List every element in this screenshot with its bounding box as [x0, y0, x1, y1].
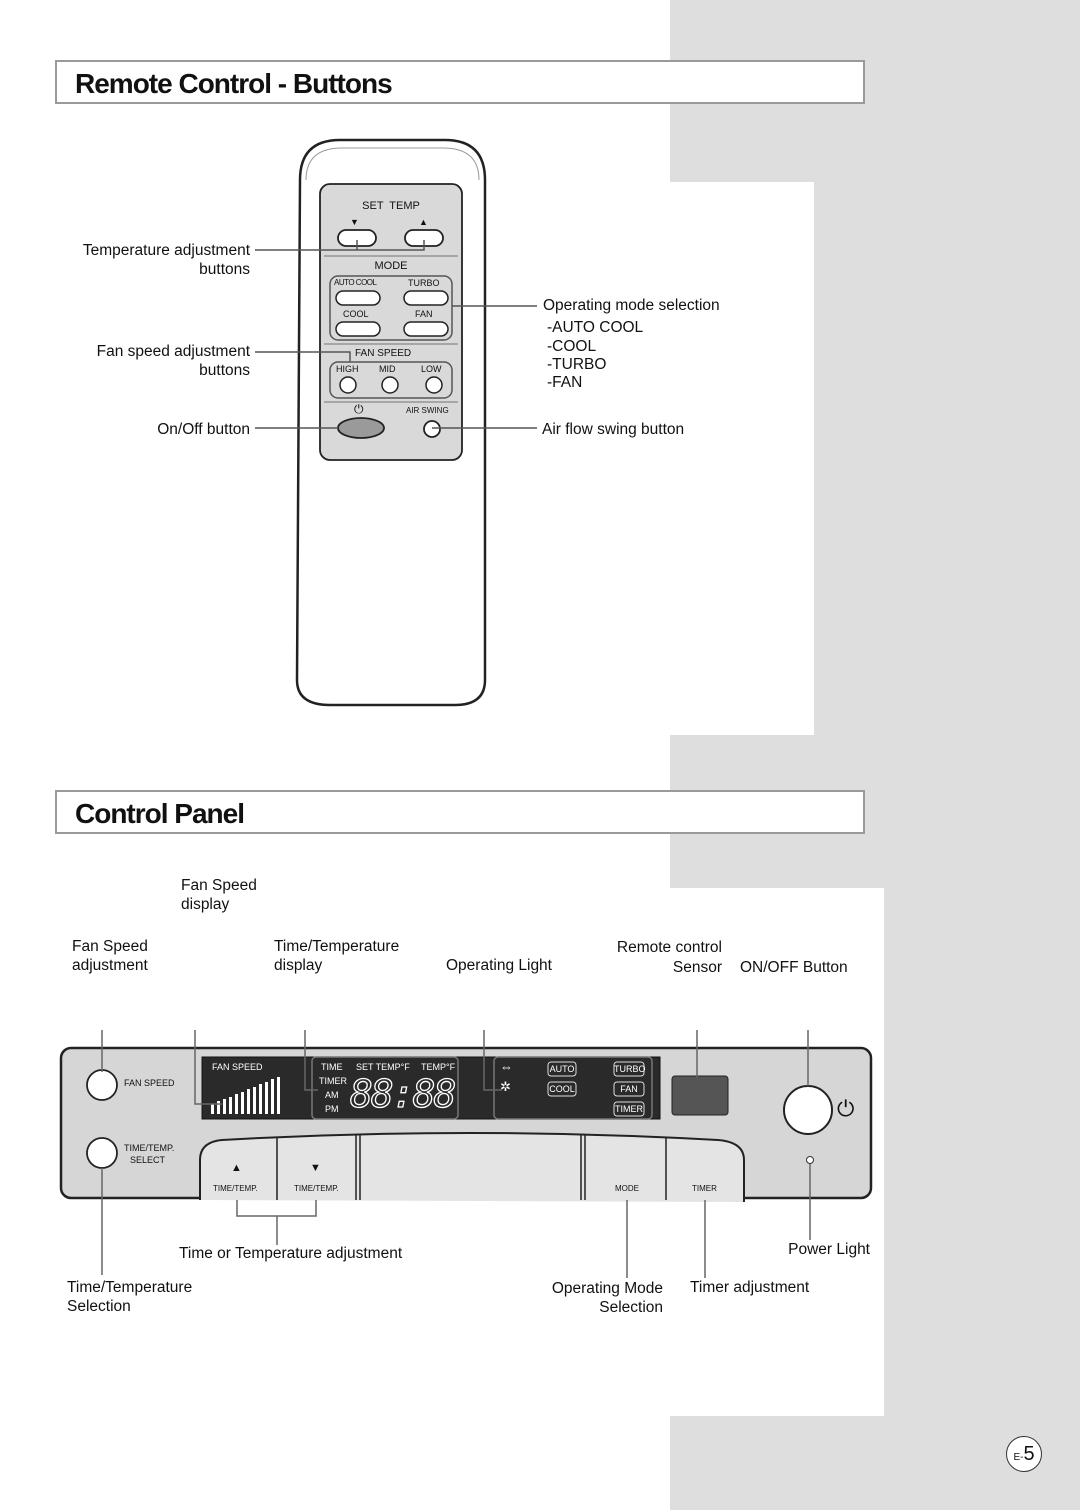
label-time-temp-display-2: display: [274, 957, 323, 974]
side-band-cutout-top: [670, 182, 814, 735]
remote-control-illustration: [255, 138, 537, 707]
label-time-temp-sel-1: Time/Temperature: [67, 1279, 193, 1296]
label-air-flow: Air flow swing button: [542, 421, 685, 438]
label-op-mode: Operating mode selection: [543, 297, 720, 314]
remote-sensor: [671, 1075, 729, 1116]
label-mode-turbo: -TURBO: [547, 356, 607, 373]
label-operating-light: Operating Light: [446, 957, 552, 974]
panel-time-temp-select-button: [86, 1137, 118, 1169]
display-temp-label: TEMP°F: [421, 1062, 456, 1072]
panel-time-temp-select-label-2: SELECT: [130, 1155, 166, 1165]
display-set-temp-label: SET TEMP°F: [356, 1062, 410, 1072]
label-temp-adjust-2: buttons: [199, 261, 250, 278]
label-fan-adjust-1: Fan speed adjustment: [96, 343, 250, 360]
label-timer-adj: Timer adjustment: [690, 1279, 810, 1296]
display-digits: 88:88: [349, 1071, 457, 1116]
label-op-mode-sel-1: Operating Mode: [551, 1280, 663, 1297]
display-auto-label: AUTO: [549, 1064, 575, 1074]
remote-fan-speed-label: FAN SPEED: [352, 348, 415, 359]
remote-power-icon: ⏻: [354, 402, 364, 416]
page-number-value: 5: [1023, 1443, 1035, 1465]
power-light: [806, 1156, 814, 1164]
control-panel-illustration: [59, 1030, 873, 1278]
remote-onoff-button: [337, 417, 385, 439]
display-am-label: AM: [325, 1090, 339, 1100]
label-op-mode-sel-2: Selection: [599, 1299, 663, 1316]
air-swing-button: [423, 420, 441, 438]
remote-mode-label: MODE: [374, 260, 408, 272]
panel-key-strip: [199, 1132, 745, 1202]
panel-section-heading: Control Panel: [75, 798, 245, 829]
cool-button: [335, 321, 381, 337]
display-fan-speed-label: FAN SPEED: [212, 1062, 263, 1072]
remote-turbo-label: TURBO: [408, 278, 440, 288]
remote-up-arrow: ▲: [419, 217, 428, 227]
key-down-arrow: ▼: [310, 1162, 321, 1174]
remote-button-panel: [319, 183, 463, 461]
display-timer-box-label: TIMER: [615, 1104, 643, 1114]
fan-button: [403, 321, 449, 337]
label-mode-auto-cool: -AUTO COOL: [547, 319, 644, 336]
key-time-temp-up-label: TIME/TEMP.: [213, 1184, 258, 1193]
remote-low-label: LOW: [421, 364, 442, 374]
remote-air-swing-label: AIR SWING: [406, 406, 449, 415]
label-power-light: Power Light: [788, 1241, 870, 1258]
key-timer-label: TIMER: [692, 1184, 717, 1193]
key-time-temp-down-label: TIME/TEMP.: [294, 1184, 339, 1193]
display-fan-label: FAN: [620, 1084, 638, 1094]
panel-onoff-button: [783, 1085, 833, 1135]
fan-icon: ✲: [500, 1079, 511, 1094]
label-onoff-button: ON/OFF Button: [740, 959, 848, 976]
fan-high-button: [339, 376, 357, 394]
key-mode-label: MODE: [615, 1184, 639, 1193]
label-fan-speed-display-2: display: [181, 896, 230, 913]
display-cool-label: COOL: [549, 1084, 575, 1094]
fan-low-button: [425, 376, 443, 394]
key-up-arrow: ▲: [231, 1162, 242, 1174]
display-timer-label: TIMER: [319, 1076, 347, 1086]
panel-fan-speed-btn-label: FAN SPEED: [124, 1078, 175, 1088]
remote-section-heading: Remote Control - Buttons: [75, 68, 393, 99]
page-number-prefix: E-: [1013, 1452, 1024, 1463]
label-time-temp-sel-2: Selection: [67, 1298, 131, 1315]
label-time-temp-display-1: Time/Temperature: [274, 938, 400, 955]
panel-section-title: Control Panel: [55, 790, 865, 834]
label-remote-sensor-1: Remote control: [616, 939, 722, 956]
display-pm-label: PM: [325, 1104, 339, 1114]
remote-high-label: HIGH: [336, 364, 359, 374]
label-temp-adjust-1: Temperature adjustment: [82, 242, 250, 259]
remote-section-title: Remote Control - Buttons: [55, 60, 865, 104]
fan-mid-button: [381, 376, 399, 394]
display-time-label: TIME: [321, 1062, 343, 1072]
display-turbo-label: TURBO: [614, 1064, 646, 1074]
remote-cool-label: COOL: [343, 309, 369, 319]
remote-mid-label: MID: [379, 364, 396, 374]
panel-fan-speed-button: [86, 1069, 118, 1101]
label-fan-speed-adj-2: adjustment: [72, 957, 148, 974]
turbo-button: [403, 290, 449, 306]
remote-down-arrow: ▼: [350, 217, 359, 227]
swing-icon: ⇔: [500, 1059, 513, 1074]
label-remote-sensor-2: Sensor: [672, 959, 722, 976]
label-time-or-temp: Time or Temperature adjustment: [179, 1245, 403, 1262]
page-number: E-5: [1006, 1436, 1042, 1472]
auto-cool-button: [335, 290, 381, 306]
panel-power-icon: ⏻: [837, 1096, 855, 1121]
label-mode-fan: -FAN: [547, 374, 583, 391]
remote-set-temp-label: SET TEMP: [362, 200, 420, 212]
label-fan-speed-adj-1: Fan Speed: [72, 938, 148, 955]
label-onoff: On/Off button: [157, 421, 250, 438]
remote-auto-cool-label: AUTO COOL: [334, 278, 377, 287]
label-fan-speed-display-1: Fan Speed: [181, 877, 257, 894]
panel-time-temp-select-label-1: TIME/TEMP.: [124, 1143, 175, 1153]
label-fan-adjust-2: buttons: [199, 362, 250, 379]
remote-fan-label: FAN: [415, 309, 433, 319]
label-mode-cool: -COOL: [547, 338, 597, 355]
